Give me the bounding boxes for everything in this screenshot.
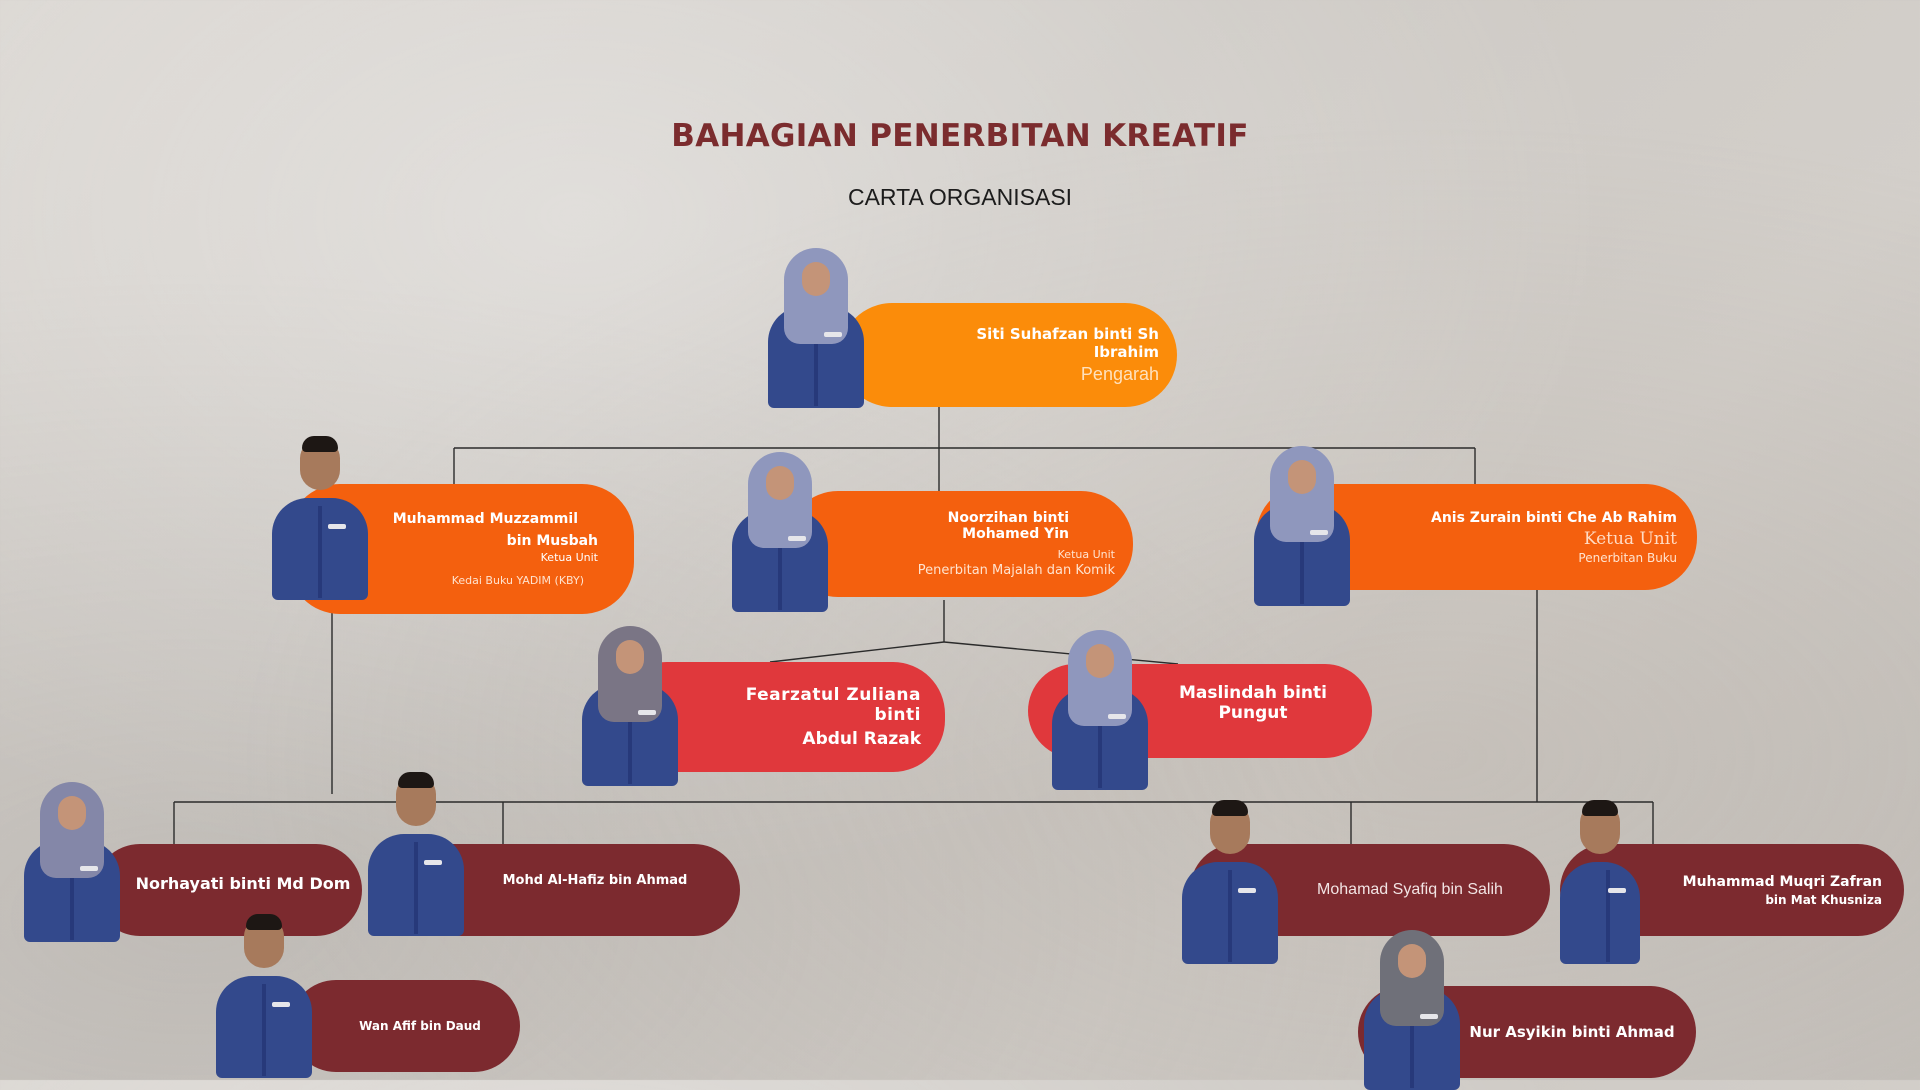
head-kby-unit: Kedai Buku YADIM (KBY) — [451, 574, 584, 587]
photo-maslindah — [1050, 630, 1150, 790]
wan-afif-name: Wan Afif bin Daud — [359, 1019, 481, 1033]
page-title: BAHAGIAN PENERBITAN KREATIF — [671, 118, 1249, 154]
maslindah-name: Maslindah binti Pungut — [1179, 683, 1327, 723]
head-buku-name: Anis Zurain binti Che Ab Rahim — [1431, 509, 1677, 526]
head-kby-name-line2: bin Musbah — [506, 533, 598, 549]
head-kby-role: Ketua Unit — [540, 551, 598, 564]
head-majalah-role: Ketua Unit — [1057, 548, 1115, 561]
muqri-name-line2: bin Mat Khusniza — [1765, 892, 1882, 907]
pill-wan-afif: Wan Afif bin Daud — [290, 980, 520, 1072]
pill-muqri: Muhammad Muqri Zafran bin Mat Khusniza — [1560, 844, 1904, 936]
photo-head-kby — [270, 436, 370, 608]
muqri-name-line1: Muhammad Muqri Zafran — [1682, 873, 1882, 890]
head-kby-name-line1: Muhammad Muzzammil — [392, 511, 578, 527]
photo-nur-asyikin — [1362, 930, 1460, 1090]
fearzatul-name-line2: Abdul Razak — [802, 729, 921, 749]
page-subtitle: CARTA ORGANISASI — [847, 184, 1073, 210]
connector-to-fearzatul — [769, 641, 945, 663]
norhayati-name: Norhayati binti Md Dom — [135, 873, 351, 893]
pill-director: Siti Suhafzan binti Sh Ibrahim Pengarah — [840, 303, 1177, 407]
director-role: Pengarah — [1080, 364, 1159, 384]
photo-muqri — [1558, 800, 1646, 964]
head-buku-role: Ketua Unit — [1583, 528, 1677, 549]
pill-norhayati: Norhayati binti Md Dom — [94, 844, 362, 936]
nur-asyikin-name: Nur Asyikin binti Ahmad — [1469, 1023, 1675, 1041]
photo-norhayati — [22, 782, 122, 942]
photo-fearzatul — [580, 626, 688, 786]
photo-director — [766, 248, 866, 412]
fearzatul-name-line1: Fearzatul Zuliana binti — [745, 685, 921, 725]
photo-wan-afif — [214, 914, 314, 1080]
photo-head-buku — [1252, 446, 1352, 608]
head-buku-unit: Penerbitan Buku — [1578, 550, 1677, 565]
pill-head-majalah: Noorzihan binti Mohamed Yin Ketua Unit P… — [786, 491, 1133, 597]
head-majalah-unit: Penerbitan Majalah dan Komik — [917, 563, 1115, 578]
mohd-alhafiz-name: Mohd Al-Hafiz bin Ahmad — [502, 872, 688, 888]
photo-mohd-alhafiz — [366, 772, 466, 942]
photo-syafiq — [1180, 800, 1280, 964]
photo-head-majalah — [730, 452, 830, 612]
syafiq-name: Mohamad Syafiq bin Salih — [1317, 881, 1503, 898]
head-majalah-name: Noorzihan binti Mohamed Yin — [947, 510, 1069, 542]
connector-to-maslindah — [943, 641, 1179, 665]
director-name: Siti Suhafzan binti Sh Ibrahim — [976, 325, 1159, 361]
